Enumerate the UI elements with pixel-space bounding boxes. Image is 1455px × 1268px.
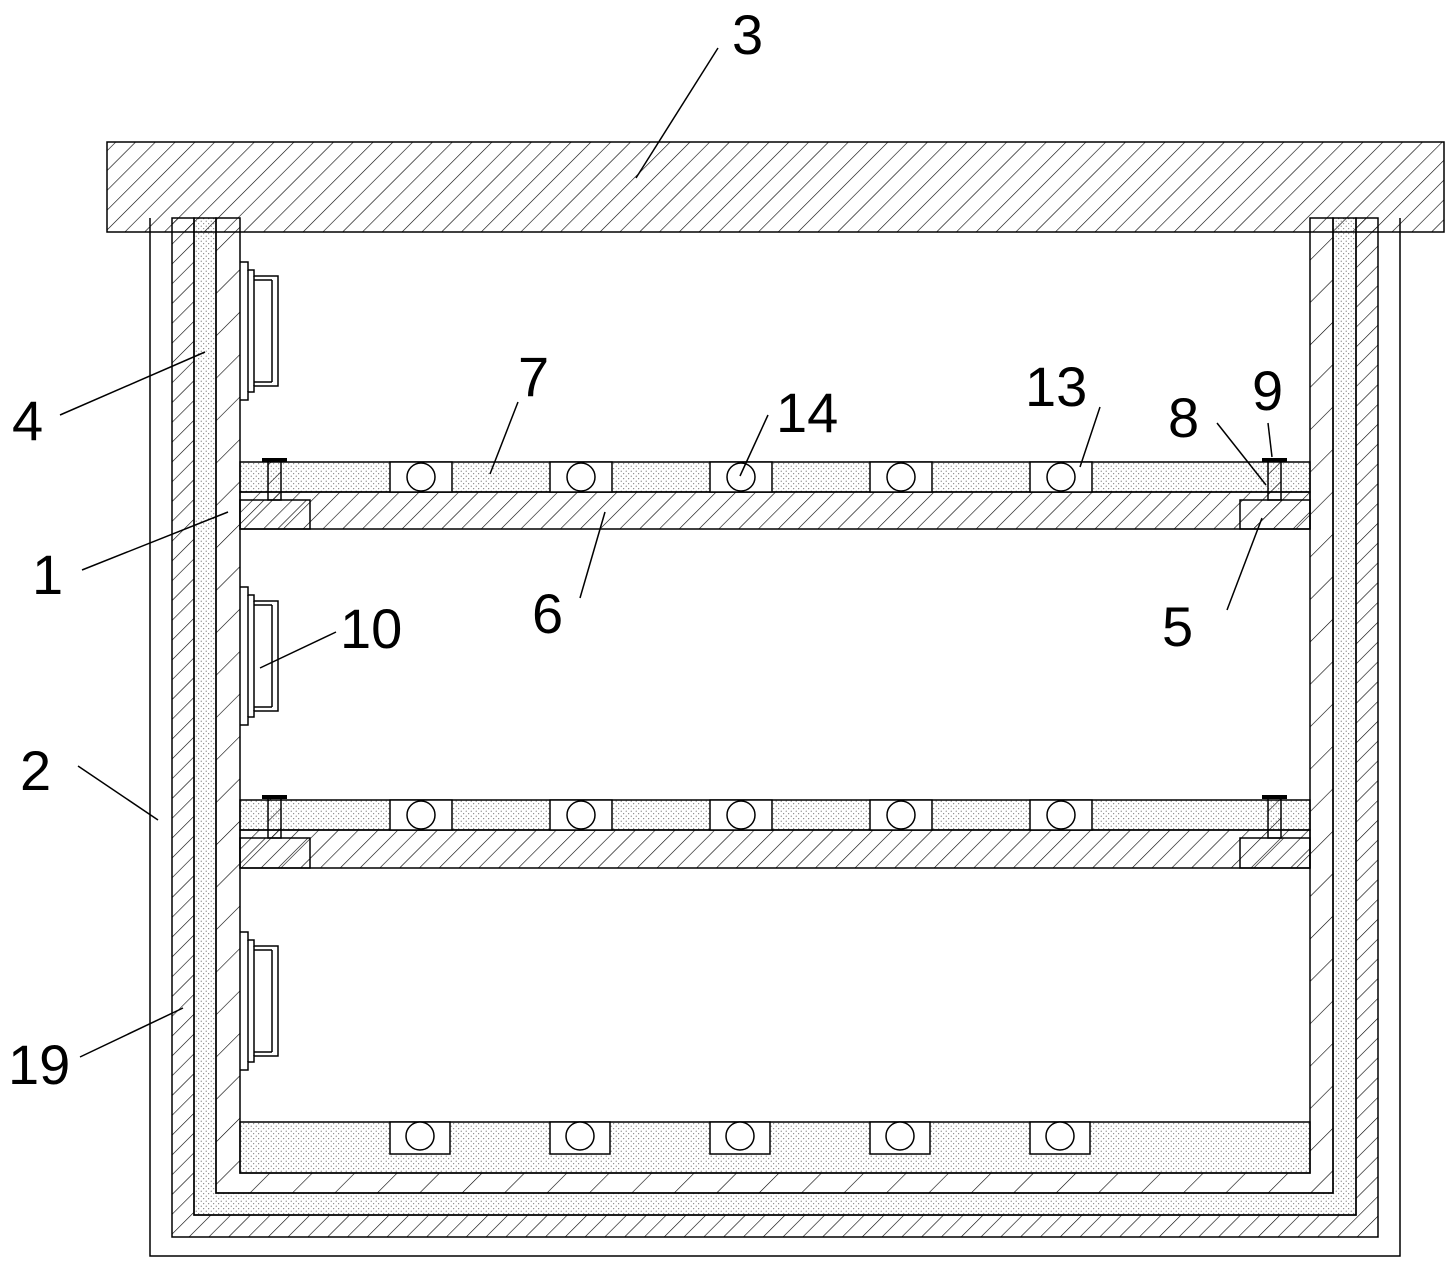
upper-shelf-assembly — [239, 458, 1311, 530]
roller — [565, 1121, 595, 1151]
roller-slot — [1029, 799, 1093, 831]
leader-line-5 — [1226, 517, 1263, 611]
inner-liner — [215, 217, 1334, 1194]
roller-slot — [389, 799, 453, 831]
roller-slot — [389, 1121, 451, 1155]
label-4: 4 — [12, 389, 43, 452]
roller — [885, 1121, 915, 1151]
shelf-board — [239, 829, 1311, 869]
outer-shell — [149, 218, 1401, 1257]
roller — [566, 800, 596, 830]
support-block-right — [1239, 837, 1311, 869]
bolt-right — [1262, 795, 1287, 839]
wall-bracket — [240, 586, 279, 726]
leader-line-3 — [635, 47, 719, 179]
roller-slot — [389, 461, 453, 493]
roller — [1045, 1121, 1075, 1151]
roller-slot — [1029, 1121, 1091, 1155]
leader-line-6 — [579, 511, 606, 599]
label-3: 3 — [732, 3, 763, 66]
label-5: 5 — [1162, 595, 1193, 658]
roller — [726, 800, 756, 830]
leader-line-2 — [77, 765, 159, 821]
label-1: 1 — [32, 543, 63, 606]
leader-lines — [59, 47, 1273, 1058]
wall-bracket — [240, 931, 279, 1071]
roller — [566, 462, 596, 492]
roller-slot — [1029, 461, 1093, 493]
leader-line-8 — [1216, 422, 1267, 486]
roller — [406, 462, 436, 492]
bolt-right — [1262, 458, 1287, 501]
label-14: 14 — [776, 381, 838, 444]
roller — [1046, 800, 1076, 830]
support-block-left — [239, 837, 311, 869]
roller-slot — [549, 799, 613, 831]
roller — [405, 1121, 435, 1151]
reference-labels: 3 4 1 2 19 7 14 13 8 9 10 6 5 — [8, 3, 1283, 1096]
shelf-board — [239, 491, 1311, 530]
roller-slot — [709, 1121, 771, 1155]
leader-line-10 — [259, 631, 337, 669]
insulation-layer — [193, 217, 1357, 1216]
bolt-left — [262, 458, 287, 501]
roller-slot — [709, 461, 773, 493]
roller-slot — [869, 461, 933, 493]
label-10: 10 — [340, 597, 402, 660]
label-2: 2 — [20, 739, 51, 802]
support-block-right — [1239, 499, 1311, 530]
label-19: 19 — [8, 1033, 70, 1096]
support-block-left — [239, 499, 311, 530]
lid — [106, 141, 1445, 233]
roller — [725, 1121, 755, 1151]
leader-line-1 — [81, 511, 229, 571]
roller-slot — [869, 799, 933, 831]
label-9: 9 — [1252, 359, 1283, 422]
bolt-left — [262, 795, 287, 839]
bottom-roller-row — [389, 1121, 1091, 1155]
roller — [886, 800, 916, 830]
label-13: 13 — [1025, 355, 1087, 418]
roller-slot — [709, 799, 773, 831]
leader-line-19 — [79, 1007, 184, 1058]
wall-bracket — [240, 261, 279, 401]
label-7: 7 — [518, 345, 549, 408]
roller — [886, 462, 916, 492]
roller — [406, 800, 436, 830]
leader-line-14 — [739, 414, 769, 477]
leader-line-9 — [1267, 422, 1273, 458]
roller-slot — [549, 461, 613, 493]
lower-shelf-assembly — [239, 795, 1311, 869]
leader-line-7 — [489, 401, 519, 475]
roller-slot — [869, 1121, 931, 1155]
hatched-outer-wall — [171, 217, 1379, 1238]
roller-slot — [549, 1121, 611, 1155]
label-8: 8 — [1168, 386, 1199, 449]
roller — [1046, 462, 1076, 492]
leader-line-13 — [1079, 406, 1101, 468]
leader-line-4 — [59, 351, 206, 416]
label-6: 6 — [532, 582, 563, 645]
roller — [726, 462, 756, 492]
